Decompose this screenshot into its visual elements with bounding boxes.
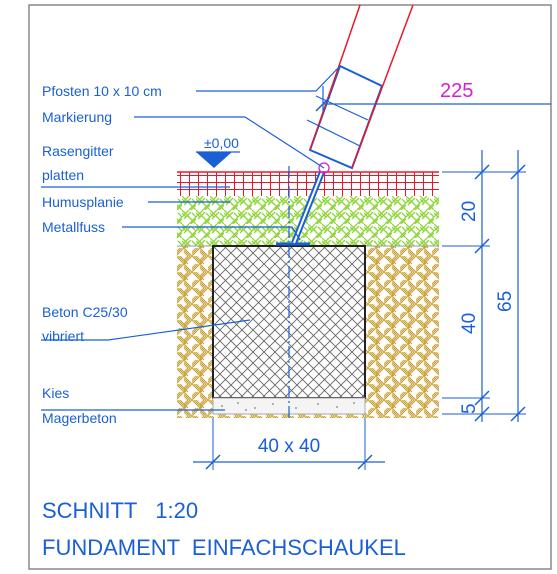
drawing-main-title: FUNDAMENT EINFACHSCHAUKEL [42,535,406,560]
lean-concrete-label: Magerbeton [42,410,117,426]
foundation-width-value: 40 x 40 [258,436,320,457]
layer-bottom-value: 5 [459,403,480,414]
marking-point-icon [318,162,330,174]
post-label: Pfosten 10 x 10 cm [42,83,162,99]
post-offset-dimension: 225 [315,80,551,112]
post-offset-value: 225 [440,80,473,102]
metal-foot-stem-core [293,171,323,244]
foundation-width-dimension: 40 x 40 [193,418,385,470]
concrete-label-1: Beton C25/30 [42,304,128,320]
depth-dimensions: 20 40 5 65 [442,150,526,422]
total-depth-value: 65 [495,291,516,312]
paving-label-1: Rasengitter [42,143,114,159]
metal-foot-label: Metallfuss [42,219,105,235]
post-10x10 [306,4,414,170]
layer-top-value: 20 [459,201,480,222]
marking-label: Markierung [42,109,112,125]
drawing-scale-title: SCHNITT 1:20 [42,498,198,523]
layer-mid-value: 40 [459,313,480,334]
lean-concrete-texture [221,402,355,411]
leader-lines [41,65,341,411]
level-triangle-icon [196,152,232,168]
paving-label-2: platten [42,167,84,183]
paving-layer [177,172,439,196]
concrete-label-2: vibriert [42,328,84,344]
sheet-border [28,4,552,570]
humus-label: Humusplanie [42,194,124,210]
gravel-label: Kies [42,385,69,401]
level-label: ±0,00 [204,135,239,151]
